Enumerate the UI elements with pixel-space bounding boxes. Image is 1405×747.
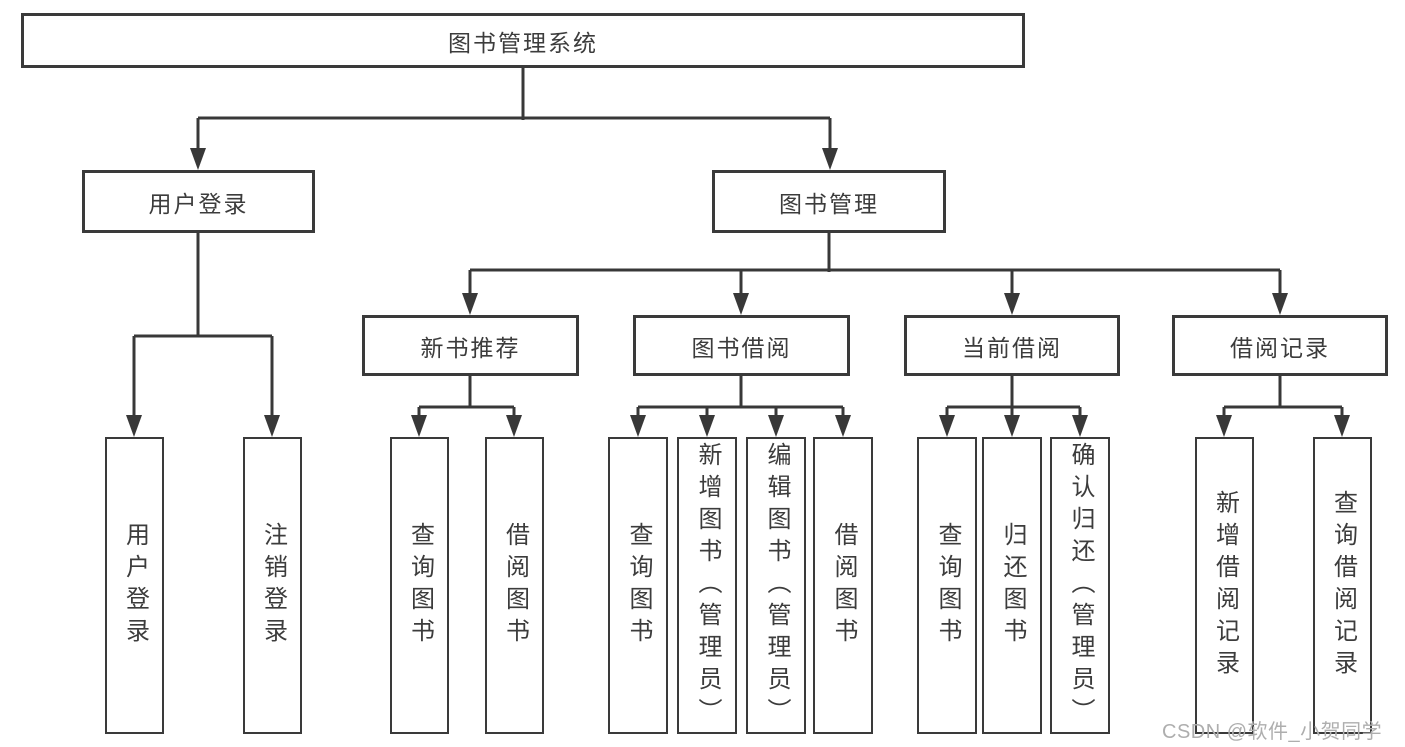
node-label: 确认归还（管理员） (1067, 441, 1094, 730)
arrowhead (768, 415, 784, 437)
arrowhead (506, 415, 522, 437)
node-label: 用户登录 (148, 190, 249, 217)
node-label: 查询图书 (406, 521, 434, 650)
node-user-login: 用户登录 (82, 170, 315, 233)
node-label: 借阅图书 (830, 521, 857, 650)
connector-user-login-to-leaves (126, 233, 280, 437)
arrowhead (1072, 415, 1088, 437)
node-library-management-system: 图书管理系统 (21, 13, 1025, 68)
node-label: 编辑图书（管理员） (763, 441, 790, 730)
connector-root-to-level2 (190, 68, 838, 170)
arrowhead (462, 293, 478, 315)
node-label: 查询图书 (625, 521, 652, 650)
node-label: 借阅图书 (501, 521, 529, 650)
node-current-borrowing: 当前借阅 (904, 315, 1120, 376)
leaf-logout: 注销登录 (243, 437, 302, 734)
leaf-borrow-books-borrowing: 借阅图书 (813, 437, 873, 734)
node-label: 查询借阅记录 (1329, 489, 1357, 682)
node-label: 新增图书（管理员） (694, 441, 721, 730)
arrowhead (1334, 415, 1350, 437)
arrowhead (939, 415, 955, 437)
arrowhead (733, 293, 749, 315)
connector-current-to-leaves (939, 376, 1088, 437)
node-new-book-recommendation: 新书推荐 (362, 315, 579, 376)
node-label: 借阅记录 (1230, 334, 1330, 361)
arrowhead (1004, 415, 1020, 437)
leaf-add-borrowing-record: 新增借阅记录 (1195, 437, 1254, 734)
leaf-return-books: 归还图书 (982, 437, 1042, 734)
leaf-edit-books-admin: 编辑图书（管理员） (746, 437, 806, 734)
node-book-borrowing: 图书借阅 (633, 315, 850, 376)
arrowhead (699, 415, 715, 437)
connector-borrowing-to-leaves (630, 376, 851, 437)
connector-recommendation-to-leaves (411, 376, 522, 437)
node-label: 图书借阅 (691, 334, 792, 361)
arrowhead (835, 415, 851, 437)
arrowhead (264, 415, 280, 437)
node-label: 新增借阅记录 (1211, 489, 1239, 682)
node-borrowing-records: 借阅记录 (1172, 315, 1388, 376)
connector-book-management-to-level3 (462, 233, 1288, 315)
node-label: 当前借阅 (962, 334, 1062, 361)
arrowhead (190, 148, 206, 170)
leaf-query-books-recommendation: 查询图书 (390, 437, 449, 734)
arrowhead (126, 415, 142, 437)
arrowhead (630, 415, 646, 437)
node-label: 图书管理 (779, 190, 879, 217)
leaf-user-login: 用户登录 (105, 437, 164, 734)
node-label: 查询图书 (934, 521, 961, 650)
arrowhead (1004, 293, 1020, 315)
node-label: 图书管理系统 (448, 29, 598, 56)
leaf-query-books-current: 查询图书 (917, 437, 977, 734)
node-label: 用户登录 (121, 521, 149, 650)
node-book-management: 图书管理 (712, 170, 946, 233)
leaf-query-books-borrowing: 查询图书 (608, 437, 668, 734)
leaf-add-books-admin: 新增图书（管理员） (677, 437, 737, 734)
watermark: CSDN @软件_小贺同学 (1162, 721, 1383, 743)
arrowhead (822, 148, 838, 170)
node-label: 注销登录 (259, 521, 287, 650)
leaf-confirm-return-admin: 确认归还（管理员） (1050, 437, 1110, 734)
leaf-borrow-books-recommendation: 借阅图书 (485, 437, 544, 734)
node-label: 新书推荐 (420, 334, 521, 361)
leaf-query-borrowing-record: 查询借阅记录 (1313, 437, 1372, 734)
connector-records-to-leaves (1216, 376, 1350, 437)
arrowhead (411, 415, 427, 437)
arrowhead (1272, 293, 1288, 315)
node-label: 归还图书 (999, 521, 1026, 650)
arrowhead (1216, 415, 1232, 437)
